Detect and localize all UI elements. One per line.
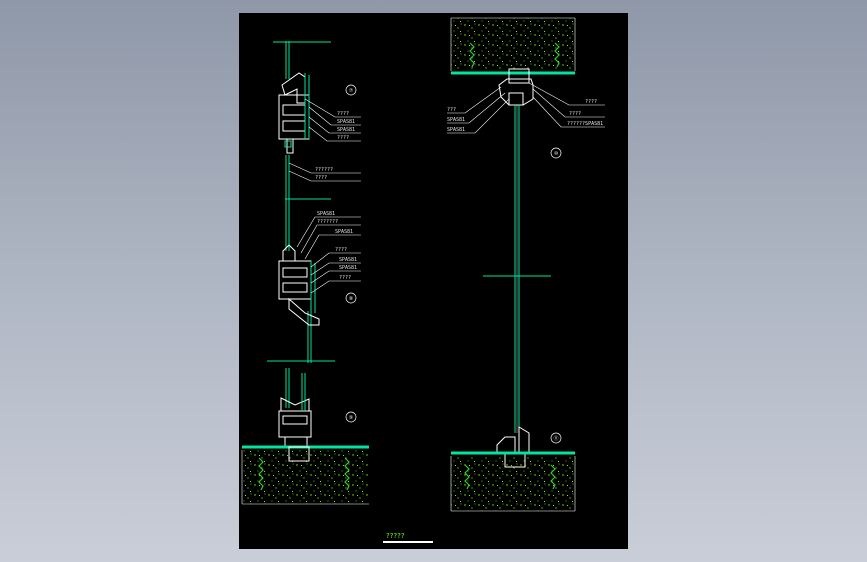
left-break-lines (267, 41, 335, 362)
middle-transom-profile (278, 244, 320, 326)
detail-marker-10: ⑩ (554, 151, 559, 157)
right-detail-markers (550, 147, 562, 444)
label-u-2: SPAS81 (337, 127, 355, 133)
curtain-wall-section-drawing: ???? SPAS81 SPAS81 ???? ?????? ???? SPAS… (241, 17, 605, 543)
upper-transom-glass (284, 73, 310, 148)
label-m-0: SPAS81 (317, 211, 335, 217)
left-detail-markers (345, 84, 357, 423)
label-u-1: SPAS81 (337, 119, 355, 125)
label-m-5: SPAS81 (339, 265, 357, 271)
label-m-4: SPAS81 (339, 257, 357, 263)
right-top-anchor-bolts (469, 42, 560, 68)
drawing-sheet: ???? SPAS81 SPAS81 ???? ?????? ???? SPAS… (239, 13, 628, 549)
drawing-caption: ????? (386, 532, 405, 540)
label-u-4: ?????? (315, 167, 333, 173)
sill-glass (301, 373, 306, 411)
right-bottom-anchor-bolts (464, 464, 556, 490)
middle-transom-glass (310, 261, 316, 313)
sill-profile (278, 397, 312, 448)
detail-marker-8: ⑧ (349, 296, 354, 302)
detail-marker-11: ⑪ (553, 435, 558, 442)
right-leader-lines (447, 82, 605, 134)
label-u-5: ???? (315, 175, 327, 181)
label-tr-1: ???? (569, 111, 581, 117)
label-tr-0: ???? (585, 99, 597, 105)
label-u-3: ???? (337, 135, 349, 141)
detail-marker-9: ⑨ (349, 415, 354, 421)
left-leader-lines (288, 98, 361, 294)
left-anchor-bolts (258, 457, 350, 491)
label-m-3: ???? (335, 247, 347, 253)
left-glass-pane (285, 41, 312, 408)
label-u-0: ???? (337, 111, 349, 117)
label-m-2: SPAS81 (335, 229, 353, 235)
label-m-1: ??????? (317, 219, 338, 225)
label-tl-1: SPAS81 (447, 117, 465, 123)
label-tl-2: SPAS81 (447, 127, 465, 133)
label-m-6: ???? (339, 275, 351, 281)
right-floor-slab (450, 451, 576, 512)
right-glass-pane (514, 105, 520, 433)
label-tr-2: ??????SPAS81 (567, 121, 603, 127)
label-tl-0: ??? (447, 107, 456, 113)
detail-marker-7: ⑦ (349, 88, 354, 94)
right-ceiling-slab (450, 17, 576, 84)
